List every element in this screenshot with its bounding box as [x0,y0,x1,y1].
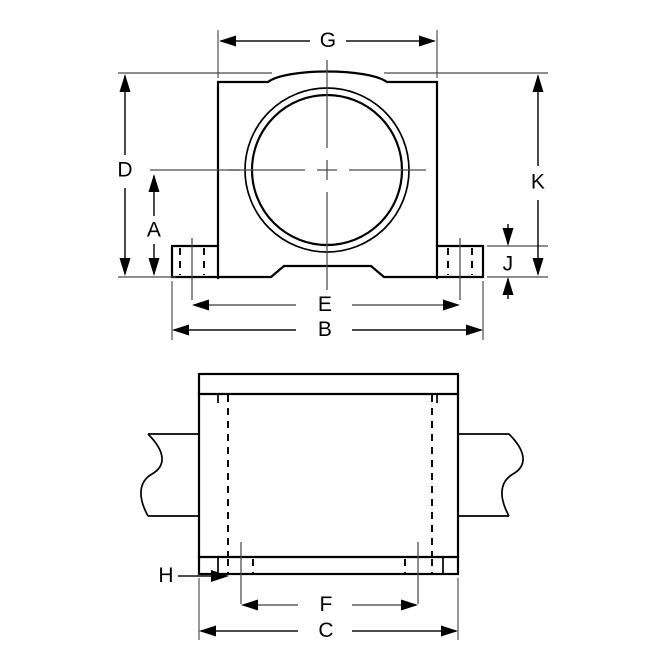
dimension-G-arrow-left [219,35,236,47]
dimension-K: K [531,74,545,276]
dimension-E-arrow-right [443,299,460,311]
dimension-E-arrow-left [192,299,209,311]
dimension-C-arrow-right [441,625,458,637]
dimension-label-H: H [158,564,173,587]
dimension-G: G [219,29,436,52]
bottom-plan-view: H F C [140,372,524,642]
dimension-J-arrow-bottom [502,277,514,295]
shaft-extension-right [458,433,509,517]
dimension-A-arrow-bottom [148,258,160,276]
shaft-extension-left [148,433,199,517]
dimension-F: F [241,593,418,616]
dimension-B-arrow-right [466,324,483,336]
shaft-break-symbol-left [140,433,163,517]
dimension-D-arrow-top [119,74,131,92]
dimension-label-B: B [318,318,332,341]
dimension-J: J [502,224,514,299]
dimension-C: C [199,619,458,642]
dimension-K-arrow-top [532,74,544,92]
dimension-label-J: J [503,253,514,276]
dimension-F-arrow-right [401,599,418,611]
dimension-G-arrow-right [419,35,436,47]
dimension-K-arrow-bottom [532,258,544,276]
dimension-B: B [172,318,483,341]
dimension-E: E [192,293,460,316]
dimension-label-A: A [147,219,161,242]
dimension-F-arrow-left [241,599,258,611]
dimension-label-D: D [117,159,132,182]
dimension-B-arrow-left [172,324,189,336]
dimension-D-arrow-bottom [119,258,131,276]
dimension-label-C: C [318,619,333,642]
front-elevation-view: G D A [117,29,548,341]
dimension-label-F: F [319,593,332,616]
plan-body-outline [197,372,460,576]
shaft-break-symbol-right [501,433,524,517]
dimension-H: H [158,564,229,587]
dimension-label-E: E [318,293,332,316]
dimension-D: D [117,74,132,276]
dimension-J-arrow-top [502,228,514,246]
dimension-H-arrow [211,570,229,582]
dimension-C-arrow-left [199,625,216,637]
dimension-A-arrow-top [148,174,160,192]
dimension-A: A [147,174,161,276]
dimension-label-G: G [320,29,337,52]
dimension-label-K: K [531,171,545,194]
